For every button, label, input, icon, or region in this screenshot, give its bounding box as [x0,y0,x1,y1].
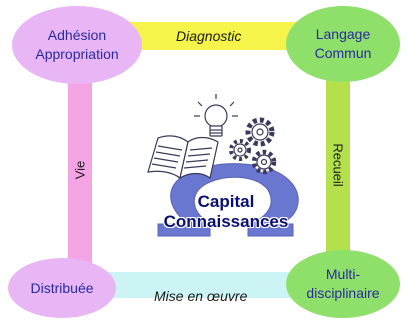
node-text-line: Appropriation [35,46,119,62]
edge-label-mise-en-oeuvre: Mise en œuvre [154,288,248,304]
edge-label-recueil: Recueil [326,120,350,210]
edge-label-diagnostic: Diagnostic [176,28,242,44]
node-text-line: Adhésion [47,27,107,44]
node-text-line: Commun [314,45,372,61]
node-text-line: disciplinaire [306,285,380,301]
edge-label-vie-text: Vie [72,160,88,180]
gears-icon [229,117,277,175]
open-book-icon [147,135,219,180]
center-title: Capital Connaissances [136,192,316,231]
node-text-line: Distribuée [30,279,94,296]
edge-label-vie: Vie [68,150,92,190]
node-text-line: Langage [315,26,371,43]
edge-label-recueil-text: Recueil [330,143,346,187]
node-adhesion-appropriation: Adhésion Appropriation [12,6,142,84]
center-title-line: Connaissances [163,211,289,231]
center-illustration [147,94,299,237]
node-langage-commun: Langage Commun [286,6,400,82]
node-multidisciplinaire: Multi- disciplinaire [286,250,400,318]
node-distribuee: Distribuée [8,258,116,318]
edge-bar-right [326,80,350,276]
lightbulb-icon [194,94,238,137]
edge-bar-left [68,80,92,276]
node-text-line: Multi- [325,266,361,283]
center-title-line: Capital [197,192,255,211]
